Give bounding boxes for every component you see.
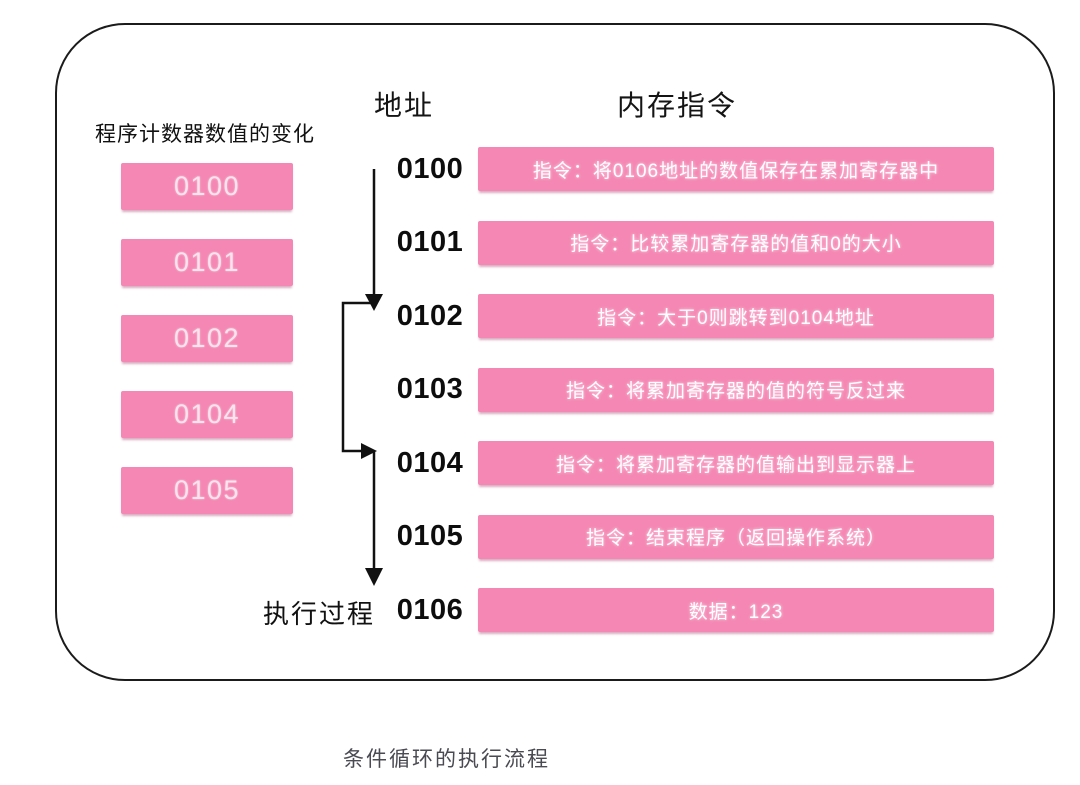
address-label: 0106 (396, 593, 464, 626)
memory-rows: 0100 指令：将0106地址的数值保存在累加寄存器中 0101 指令：比较累加… (390, 147, 994, 632)
diagram-caption: 条件循环的执行流程 (343, 748, 550, 771)
instruction-box: 数据：123 (478, 588, 994, 632)
memory-row: 0100 指令：将0106地址的数值保存在累加寄存器中 (390, 147, 994, 191)
address-label: 0104 (396, 446, 464, 479)
address-column-header: 地址 (374, 90, 435, 121)
pc-value-box: 0101 (121, 239, 293, 286)
instruction-box: 指令：将累加寄存器的值的符号反过来 (478, 367, 994, 412)
instruction-box: 指令：将0106地址的数值保存在累加寄存器中 (478, 147, 994, 191)
instruction-box: 指令：比较累加寄存器的值和0的大小 (478, 220, 994, 265)
pc-value-box: 0102 (121, 315, 293, 362)
memory-row: 0104 指令：将累加寄存器的值输出到显示器上 (390, 441, 994, 485)
memory-row: 0106 数据：123 (390, 588, 994, 632)
instruction-box: 指令：结束程序（返回操作系统） (478, 514, 994, 559)
memory-row: 0101 指令：比较累加寄存器的值和0的大小 (390, 220, 994, 265)
program-counter-title: 程序计数器数值的变化 (95, 123, 315, 146)
instruction-box: 指令：大于0则跳转到0104地址 (478, 294, 994, 338)
address-label: 0103 (396, 373, 464, 405)
address-label: 0100 (396, 152, 464, 185)
instruction-box: 指令：将累加寄存器的值输出到显示器上 (478, 441, 994, 485)
pc-value-box: 0105 (121, 467, 293, 514)
address-label: 0105 (396, 520, 464, 552)
program-counter-list: 0100 0101 0102 0104 0105 (121, 163, 293, 514)
pc-value-box: 0100 (121, 163, 293, 210)
memory-row: 0105 指令：结束程序（返回操作系统） (390, 514, 994, 559)
execution-process-label: 执行过程 (263, 599, 376, 629)
pc-value-box: 0104 (121, 391, 293, 438)
memory-row: 0102 指令：大于0则跳转到0104地址 (390, 294, 994, 338)
address-label: 0102 (396, 299, 464, 332)
memory-row: 0103 指令：将累加寄存器的值的符号反过来 (390, 367, 994, 412)
memory-instruction-column-header: 内存指令 (617, 90, 738, 121)
address-label: 0101 (396, 226, 464, 258)
